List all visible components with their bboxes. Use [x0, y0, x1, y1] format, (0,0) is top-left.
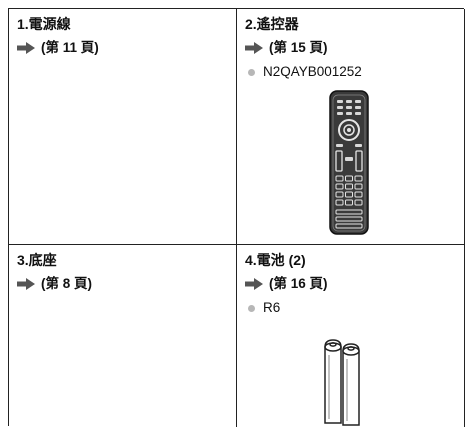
page-reference: (第 15 頁)	[245, 39, 458, 57]
item-title: 3.底座	[17, 252, 57, 268]
page-reference-text: (第 8 頁)	[41, 276, 93, 291]
cell-batteries: 4.電池 (2) (第 16 頁) R6	[237, 245, 465, 427]
page-reference: (第 16 頁)	[245, 275, 458, 293]
page-reference-text: (第 15 頁)	[269, 40, 328, 55]
model-number: N2QAYB001252	[263, 64, 362, 79]
model-number: R6	[263, 300, 281, 315]
item-title: 4.電池 (2)	[245, 252, 306, 268]
arrow-right-icon	[17, 278, 35, 290]
cell-stand: 3.底座 (第 8 頁)	[9, 245, 237, 427]
cell-power-cord: 1.電源線 (第 11 頁)	[9, 9, 237, 245]
accessories-table: 1.電源線 (第 11 頁) 2.遙控器 (第 15 頁) N2QAYB0012…	[8, 8, 465, 427]
arrow-right-icon	[245, 42, 263, 54]
cell-remote-control: 2.遙控器 (第 15 頁) N2QAYB001252	[237, 9, 465, 245]
bullet-dot-icon	[248, 304, 255, 312]
arrow-right-icon	[17, 42, 35, 54]
page-reference-text: (第 11 頁)	[41, 40, 99, 55]
page-reference-text: (第 16 頁)	[269, 276, 328, 291]
model-line: N2QAYB001252	[245, 63, 458, 81]
item-title: 2.遙控器	[245, 16, 299, 32]
arrow-right-icon	[245, 278, 263, 290]
remote-control-illustration	[329, 90, 369, 235]
item-title: 1.電源線	[17, 16, 71, 32]
page-reference: (第 11 頁)	[17, 39, 230, 57]
model-line: R6	[245, 299, 458, 317]
batteries-illustration	[324, 339, 360, 426]
bullet-dot-icon	[248, 68, 255, 76]
page-reference: (第 8 頁)	[17, 275, 230, 293]
